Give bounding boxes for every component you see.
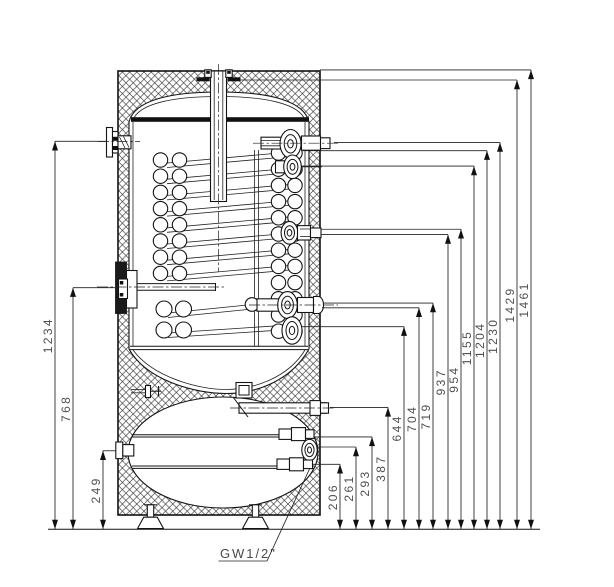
dimension-label: 1234	[41, 317, 55, 353]
dimension-label: 1429	[503, 286, 517, 322]
dimension-label: 954	[447, 366, 461, 393]
dimension-label: 1204	[473, 322, 487, 358]
dimension-label: 1461	[517, 281, 531, 317]
dimension-label: 644	[390, 414, 404, 441]
bottom-connection-callout: GW1/2"	[218, 468, 310, 562]
dimension-label: 249	[89, 476, 103, 503]
dimension-label: 704	[405, 405, 419, 432]
left-flange-connection	[98, 126, 140, 158]
side-outlet-pipe	[230, 396, 336, 418]
right-connection-ring-644	[281, 316, 303, 345]
dimension-label: 1230	[486, 318, 500, 354]
tank-connector-fitting	[235, 381, 253, 399]
right-connection-upper-ring	[274, 154, 322, 180]
lower-left-connection	[115, 441, 135, 460]
drain-valve	[131, 384, 161, 399]
dimension-label: 1155	[460, 330, 474, 365]
right-connection-middle	[280, 220, 322, 245]
dimension-label: 293	[358, 469, 372, 496]
dimension-label: 937	[434, 368, 448, 395]
right-connection-top	[253, 128, 338, 159]
main-tank	[128, 91, 310, 395]
adjustable-feet	[136, 504, 270, 530]
lower-right-connections	[276, 427, 318, 472]
bottom-connection-label: GW1/2"	[220, 546, 277, 561]
dimension-label: 387	[374, 455, 388, 482]
dimension-label: 261	[342, 474, 356, 501]
dimension-label: 768	[59, 395, 73, 422]
right-connection-lower-pipe	[244, 291, 338, 319]
heater-flange	[97, 261, 226, 314]
dimension-label: 206	[326, 483, 340, 510]
label-leader-line	[266, 468, 310, 562]
top-pipe-fitting	[196, 64, 241, 272]
dimension-label: 719	[419, 402, 433, 429]
